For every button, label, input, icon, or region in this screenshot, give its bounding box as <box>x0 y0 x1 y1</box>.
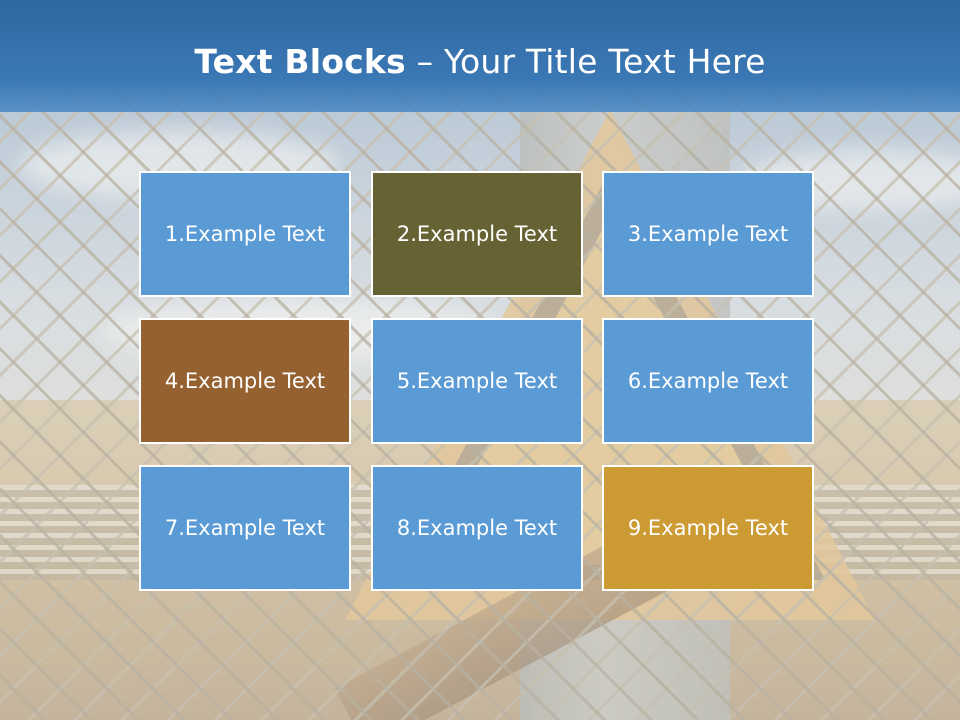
text-block-label: 7.Example Text <box>164 516 326 540</box>
title-separator: – <box>405 41 444 81</box>
text-block-6[interactable]: 6.Example Text <box>602 318 814 444</box>
title-text: Your Title Text Here <box>443 41 766 81</box>
text-block-4[interactable]: 4.Example Text <box>139 318 351 444</box>
text-block-7[interactable]: 7.Example Text <box>139 465 351 591</box>
text-block-8[interactable]: 8.Example Text <box>371 465 583 591</box>
text-block-label: 4.Example Text <box>164 369 326 393</box>
text-block-label: 1.Example Text <box>164 222 326 246</box>
text-block-3[interactable]: 3.Example Text <box>602 171 814 297</box>
text-block-label: 3.Example Text <box>627 222 789 246</box>
text-block-1[interactable]: 1.Example Text <box>139 171 351 297</box>
text-block-label: 8.Example Text <box>396 516 558 540</box>
title-bar: Text Blocks – Your Title Text Here <box>0 0 960 112</box>
title-bold: Text Blocks <box>194 41 406 81</box>
text-block-label: 5.Example Text <box>396 369 558 393</box>
text-block-label: 9.Example Text <box>627 516 789 540</box>
text-block-9[interactable]: 9.Example Text <box>602 465 814 591</box>
text-block-label: 6.Example Text <box>627 369 789 393</box>
slide-title: Text Blocks – Your Title Text Here <box>194 42 765 81</box>
text-block-5[interactable]: 5.Example Text <box>371 318 583 444</box>
text-block-label: 2.Example Text <box>396 222 558 246</box>
text-block-2[interactable]: 2.Example Text <box>371 171 583 297</box>
